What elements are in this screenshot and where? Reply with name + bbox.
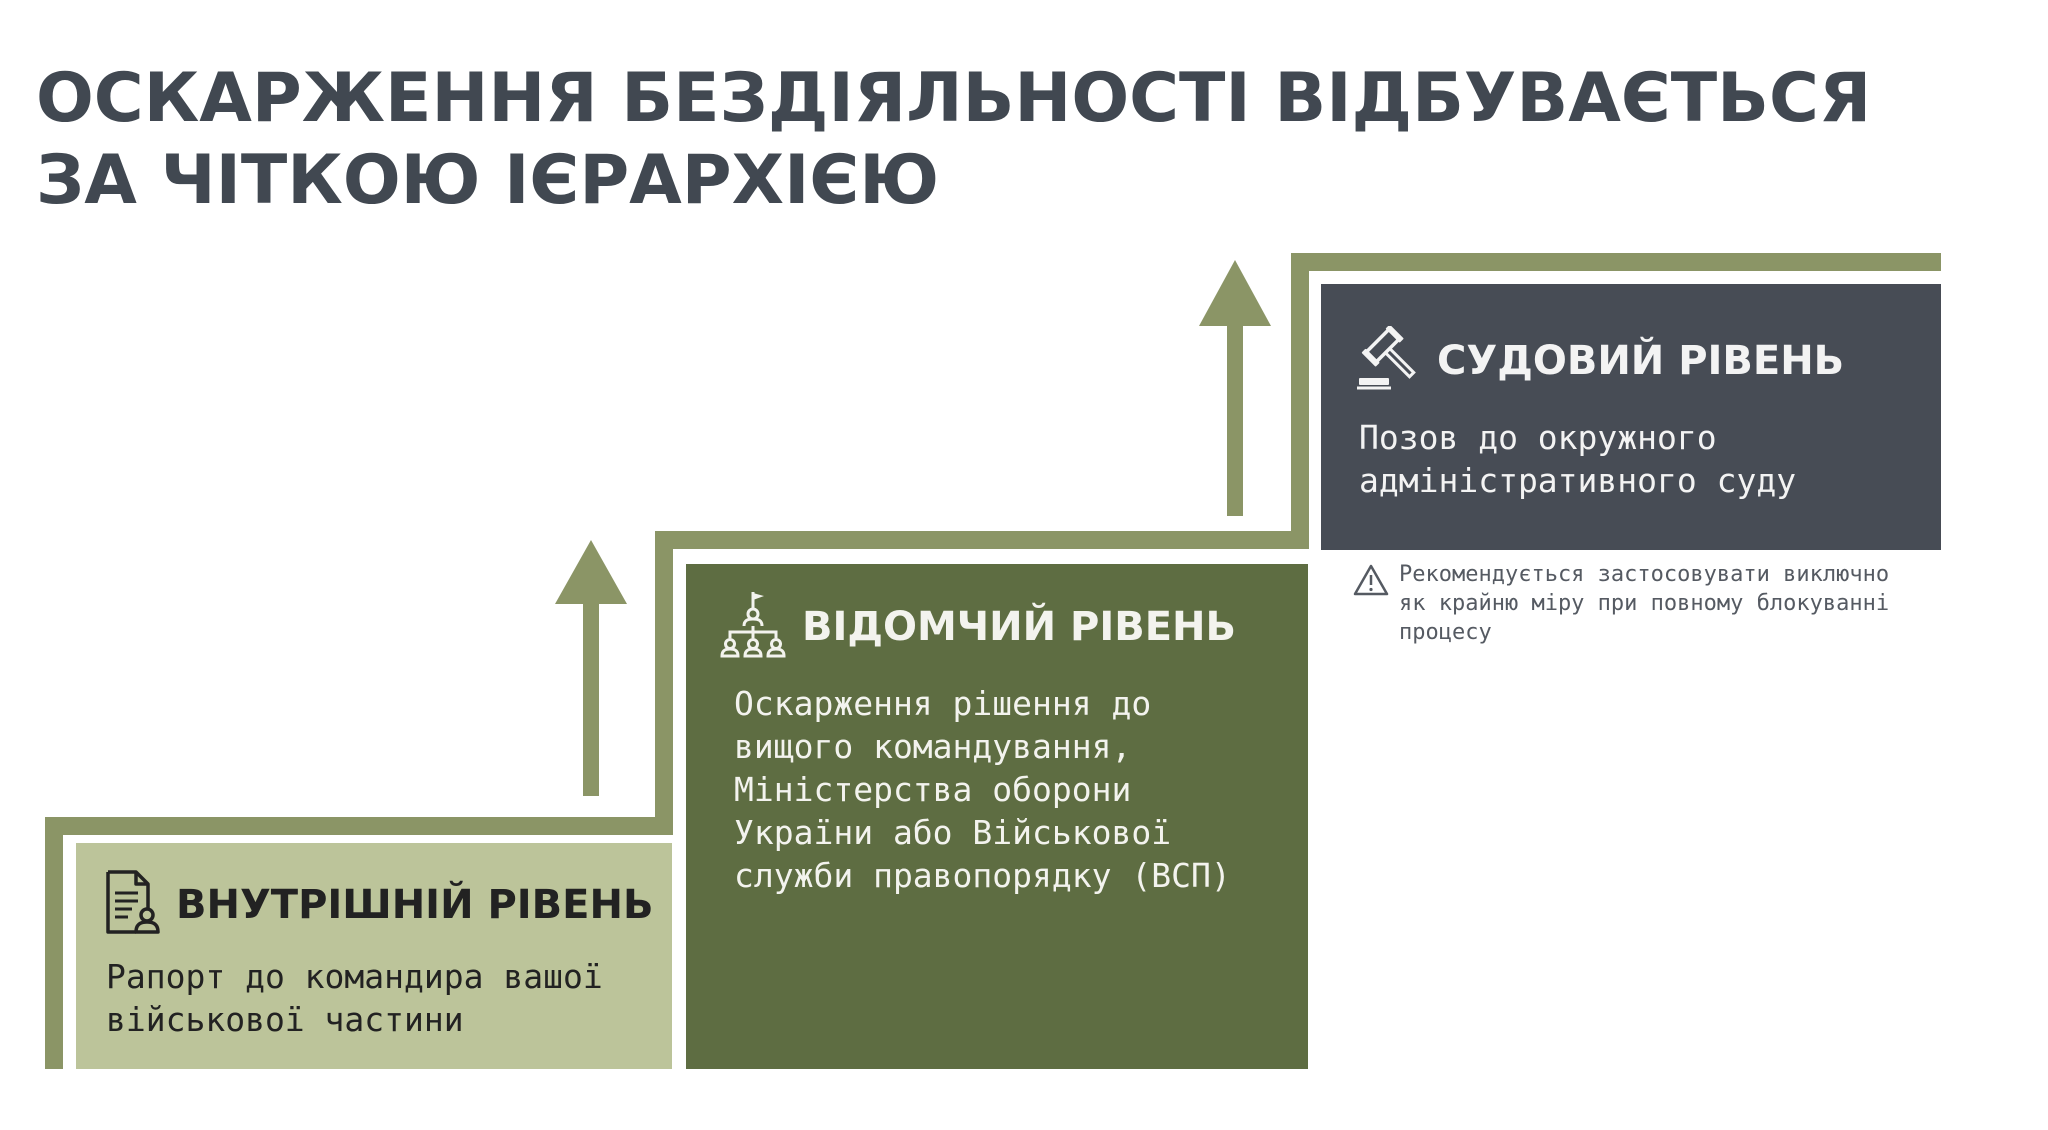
level-card-court: СУДОВИЙ РІВЕНЬ Позов до окружного адміні… bbox=[1321, 284, 1941, 550]
level-card-header: ВНУТРІШНІЙ РІВЕНЬ bbox=[102, 869, 653, 940]
level-title: ВНУТРІШНІЙ РІВЕНЬ bbox=[176, 881, 654, 928]
level-card-departmental: ВІДОМЧИЙ РІВЕНЬ Оскарження рішення до ви… bbox=[686, 564, 1308, 1069]
document-person-icon bbox=[102, 869, 162, 940]
staircase-outline bbox=[45, 253, 1941, 1069]
level-card-internal: ВНУТРІШНІЙ РІВЕНЬ Рапорт до командира ва… bbox=[76, 843, 672, 1069]
gavel-icon bbox=[1355, 324, 1423, 395]
level-description: Позов до окружного адміністративного суд… bbox=[1359, 418, 1797, 500]
warning-note: Рекомендується застосовувати виключно як… bbox=[1353, 560, 1953, 647]
page-title: ОСКАРЖЕННЯ БЕЗДІЯЛЬНОСТІ ВІДБУВАЄТЬСЯ ЗА… bbox=[36, 58, 1936, 222]
arrow-up-icon bbox=[1199, 260, 1271, 516]
arrow-up-icon bbox=[555, 540, 627, 796]
level-description: Оскарження рішення до вищого командуванн… bbox=[734, 684, 1231, 895]
page-title-line-1: ОСКАРЖЕННЯ БЕЗДІЯЛЬНОСТІ ВІДБУВАЄТЬСЯ bbox=[36, 59, 1872, 138]
level-card-header: СУДОВИЙ РІВЕНЬ bbox=[1355, 324, 1845, 395]
hierarchy-flag-icon bbox=[718, 590, 788, 663]
page-title-line-2: ЗА ЧІТКОЮ ІЄРАРХІЄЮ bbox=[36, 141, 940, 220]
level-title: ВІДОМЧИЙ РІВЕНЬ bbox=[802, 603, 1236, 650]
warning-note-text: Рекомендується застосовувати виключно як… bbox=[1399, 562, 1890, 645]
warning-icon bbox=[1353, 564, 1389, 601]
level-card-header: ВІДОМЧИЙ РІВЕНЬ bbox=[718, 590, 1236, 663]
level-description: Рапорт до командира вашої військової час… bbox=[106, 957, 603, 1039]
level-title: СУДОВИЙ РІВЕНЬ bbox=[1437, 337, 1845, 384]
